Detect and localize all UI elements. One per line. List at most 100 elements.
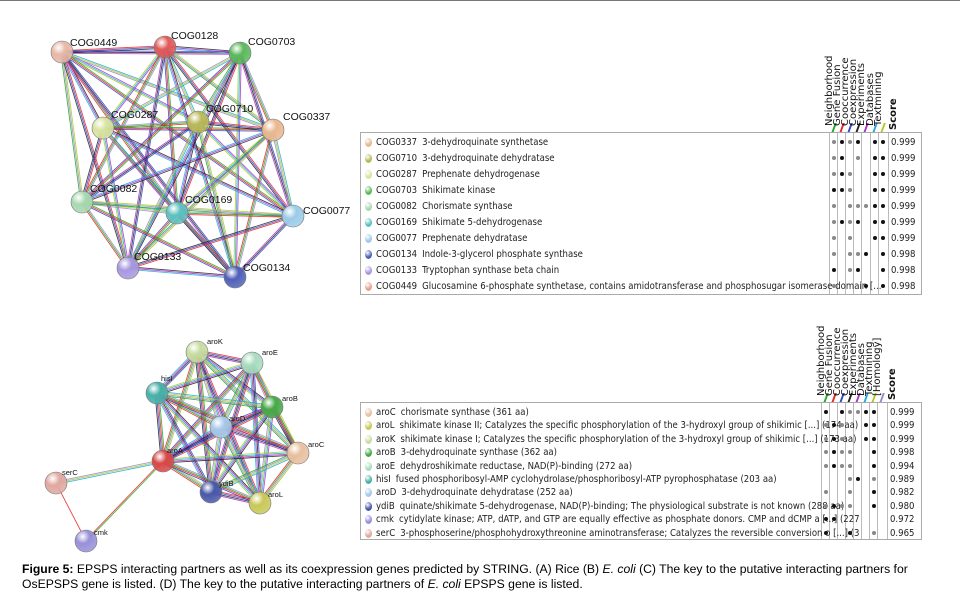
evidence-dot — [840, 156, 844, 160]
network-edge — [103, 126, 294, 216]
network-node[interactable] — [153, 35, 177, 59]
network-edge — [158, 391, 262, 502]
network-edge — [233, 129, 273, 277]
network-edge — [220, 428, 298, 456]
network-edge — [175, 128, 273, 213]
network-edge — [126, 211, 177, 268]
protein-color-icon — [365, 154, 372, 163]
evidence-dot — [856, 140, 860, 144]
node-label: COG0128 — [171, 30, 218, 42]
evidence-dot — [848, 188, 852, 192]
network-edge — [102, 52, 241, 129]
network-node[interactable] — [70, 190, 94, 214]
evidence-dot — [873, 236, 877, 240]
evidence-dot — [873, 188, 877, 192]
network-edge — [82, 200, 236, 277]
evidence-dot — [840, 436, 844, 441]
network-node[interactable] — [248, 491, 272, 515]
network-node[interactable] — [50, 40, 74, 64]
protein-description: shikimate kinase I; Catalyzes the specif… — [400, 433, 857, 445]
network-node[interactable] — [260, 395, 284, 419]
network-node[interactable] — [116, 256, 140, 280]
evidence-dot — [848, 268, 852, 272]
column-divider — [870, 133, 871, 294]
network-node[interactable] — [228, 41, 252, 65]
score-value: 0.982 — [890, 487, 915, 499]
network-edge — [197, 122, 273, 132]
node-label: COG0703 — [248, 36, 295, 48]
network-node[interactable] — [199, 480, 223, 504]
evidence-dot — [872, 477, 876, 481]
network-node[interactable] — [44, 471, 68, 495]
network-node[interactable] — [240, 351, 264, 375]
protein-color-icon — [365, 234, 372, 243]
network-node[interactable] — [223, 265, 247, 289]
network-edge — [221, 426, 261, 503]
node-label: COG0077 — [303, 205, 350, 217]
evidence-dot — [856, 220, 860, 224]
score-value: 0.999 — [891, 233, 916, 244]
network-edge — [162, 362, 252, 461]
network-node[interactable] — [74, 529, 98, 553]
network-edge — [198, 351, 214, 492]
network-node[interactable] — [281, 204, 305, 228]
network-edge — [235, 53, 242, 278]
protein-code: serC — [376, 527, 396, 539]
network-node[interactable] — [165, 201, 189, 225]
network-edge — [81, 46, 166, 203]
evidence-dot — [840, 172, 844, 176]
column-divider — [845, 133, 846, 294]
evidence-dot — [832, 503, 836, 508]
network-edge — [273, 129, 295, 216]
network-edge — [61, 52, 240, 55]
network-edge — [61, 45, 165, 52]
network-edge — [164, 46, 241, 54]
network-edge — [271, 130, 293, 217]
network-node[interactable] — [286, 441, 310, 465]
network-edge — [82, 200, 130, 268]
network-edge — [157, 392, 261, 503]
column-divider — [888, 133, 889, 294]
evidence-dot — [864, 204, 868, 208]
evidence-dot — [848, 450, 852, 455]
network-edge — [177, 211, 294, 216]
network-node[interactable] — [91, 116, 115, 140]
network-node[interactable] — [145, 381, 169, 405]
network-edge — [127, 267, 236, 278]
network-node[interactable] — [186, 110, 210, 134]
network-node[interactable] — [151, 449, 175, 473]
network-edge — [162, 451, 298, 461]
evidence-dot — [848, 410, 852, 414]
network-edge — [102, 128, 293, 218]
network-node[interactable] — [185, 340, 209, 364]
protein-color-icon — [365, 408, 372, 417]
network-node[interactable] — [209, 415, 233, 439]
network-edge — [102, 120, 198, 128]
network-node[interactable] — [261, 118, 285, 142]
network-edge — [80, 127, 103, 202]
network-edge — [198, 120, 274, 130]
network-edge — [196, 52, 240, 122]
evidence-dot — [872, 463, 876, 468]
node-label: COG0169 — [185, 194, 232, 206]
